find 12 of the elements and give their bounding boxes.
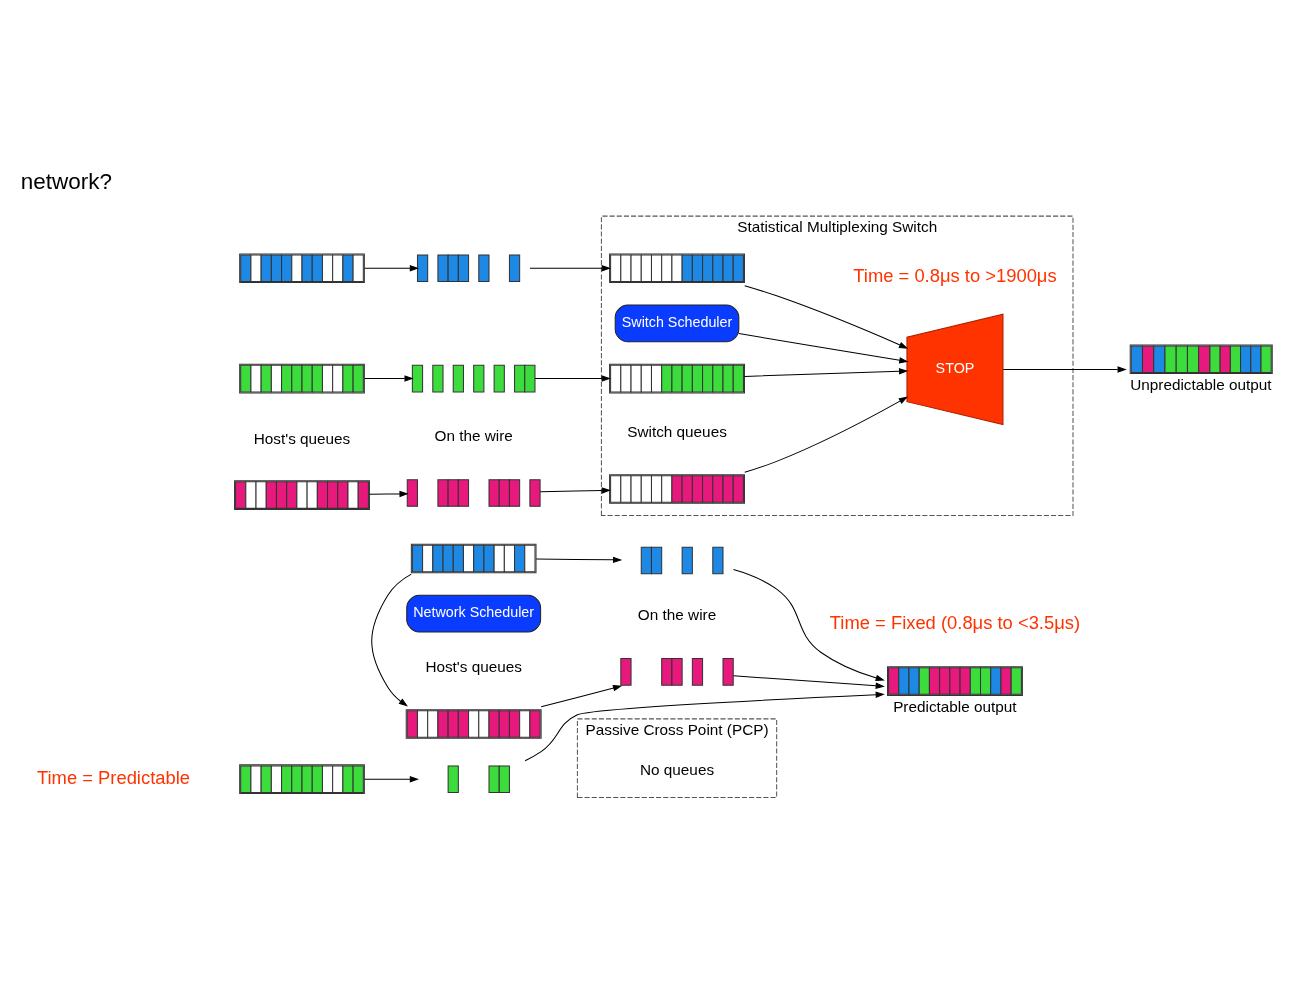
label: On the wire <box>434 427 513 445</box>
label: Time = 0.8μs to >1900μs <box>853 264 1057 286</box>
label: Time = Fixed (0.8μs to <3.5μs) <box>829 612 1081 634</box>
node-label: Unpredictable output <box>1130 375 1272 393</box>
label: Host's queues <box>425 658 522 676</box>
node-label: Predictable output <box>893 697 1017 715</box>
label: On the wire <box>637 606 717 624</box>
label: Switch queues <box>627 423 727 441</box>
diagram-title: network? <box>20 169 113 195</box>
label: No queues <box>639 760 715 778</box>
label: Host's queues <box>253 429 351 447</box>
label: Time = Predictable <box>36 766 190 788</box>
